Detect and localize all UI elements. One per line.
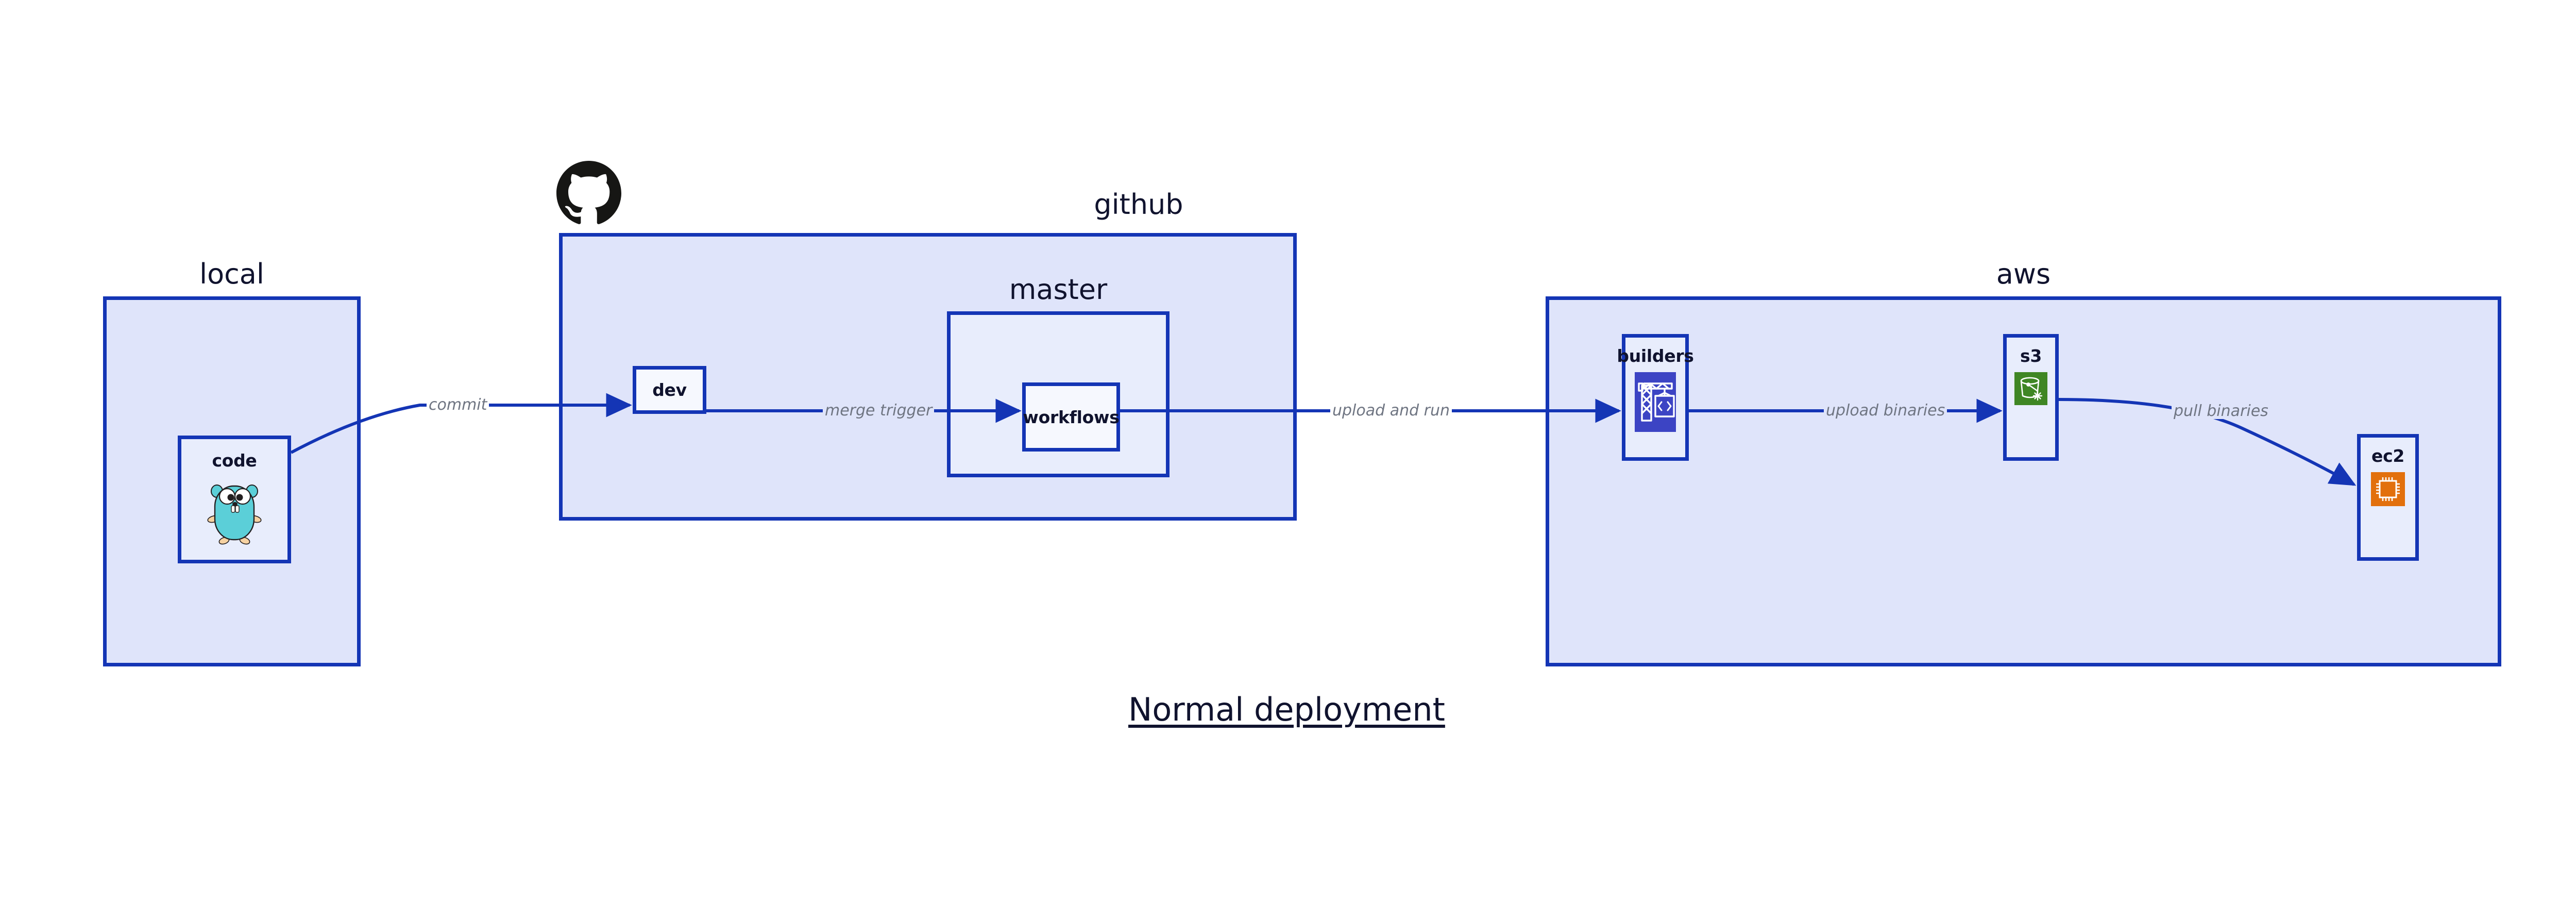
node-s3[interactable]: s3 (2003, 334, 2059, 461)
node-label-s3: s3 (2020, 346, 2042, 366)
group-label-local: local (199, 258, 264, 290)
node-dev[interactable]: dev (633, 366, 706, 414)
edge-label-commit: commit (427, 397, 489, 413)
node-label-code: code (212, 450, 257, 471)
edge-label-upload-binaries: upload binaries (1824, 403, 1947, 419)
page-title: Normal deployment (1128, 691, 1445, 728)
node-ec2[interactable]: ec2 (2357, 434, 2419, 561)
node-label-builders: builders (1617, 346, 1694, 366)
node-label-ec2: ec2 (2371, 446, 2404, 466)
github-octocat-icon (556, 161, 621, 228)
group-label-aws: aws (1996, 258, 2051, 290)
go-gopher-icon (207, 478, 262, 548)
node-workflows[interactable]: workflows (1022, 382, 1120, 452)
node-code[interactable]: code (178, 436, 291, 563)
node-label-workflows: workflows (1023, 407, 1120, 427)
aws-ec2-icon (2371, 472, 2405, 509)
aws-s3-icon (2014, 372, 2047, 408)
edge-label-pull-binaries: pull binaries (2172, 404, 2270, 419)
edge-label-merge-trigger: merge trigger (823, 403, 935, 419)
edge-label-upload-and-run: upload and run (1330, 403, 1452, 419)
group-label-github: github (1094, 188, 1183, 221)
node-builders[interactable]: builders (1617, 334, 1694, 461)
node-label-dev: dev (652, 380, 687, 400)
aws-builders-icon (1635, 372, 1676, 435)
group-label-master: master (1009, 273, 1108, 306)
